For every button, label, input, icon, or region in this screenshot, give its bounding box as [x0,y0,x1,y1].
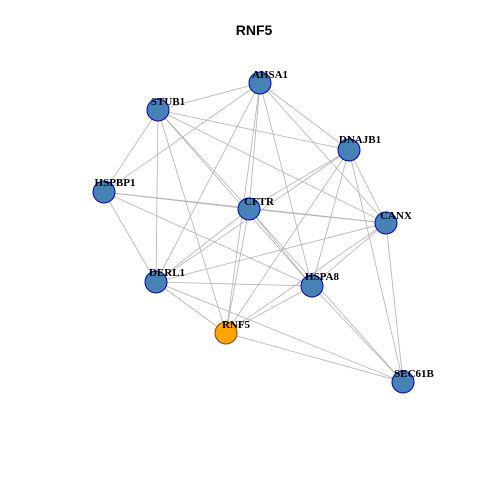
edge-hspa8-sec61b [311,285,404,383]
node-hspa8[interactable] [300,274,324,298]
node-label-sec61b: SEC61B [394,368,434,380]
edge-derl1-sec61b [155,281,404,383]
edge-stub1-hspa8 [157,109,313,287]
node-label-rnf5: RNF5 [222,319,251,331]
edge-cftr-rnf5 [225,208,250,334]
node-derl1[interactable] [144,270,168,294]
edge-ahsa1-canx [259,82,387,224]
node-label-hspa8: HSPA8 [305,271,340,283]
node-label-hspbp1: HSPBP1 [95,177,136,189]
node-label-cftr: CFTR [244,196,275,208]
edge-hspbp1-hspa8 [103,191,313,287]
edge-ahsa1-derl1 [155,82,261,283]
edge-cftr-canx [248,208,387,224]
node-label-derl1: DERL1 [149,267,185,279]
edge-canx-derl1 [155,222,387,283]
edges-layer [103,82,404,383]
node-label-stub1: STUB1 [151,96,185,108]
node-dnajb1[interactable] [337,138,361,162]
edge-dnajb1-sec61b [348,149,404,383]
edge-dnajb1-hspa8 [311,149,350,287]
edge-stub1-rnf5 [157,109,227,334]
edge-canx-hspa8 [311,222,387,287]
edge-stub1-ahsa1 [157,82,261,111]
node-stub1[interactable] [146,98,170,122]
node-canx[interactable] [374,211,398,235]
edge-hspbp1-derl1 [103,191,157,283]
edge-dnajb1-cftr [248,149,350,210]
node-ahsa1[interactable] [248,71,272,95]
node-sec61b[interactable] [391,370,415,394]
edge-canx-sec61b [385,222,404,383]
node-label-dnajb1: DNAJB1 [339,134,381,146]
edge-cftr-sec61b [248,208,404,383]
edge-stub1-hspbp1 [103,109,159,193]
edge-hspa8-rnf5 [225,285,313,334]
edge-dnajb1-rnf5 [225,149,350,334]
node-rnf5[interactable] [214,321,238,345]
node-hspbp1[interactable] [92,180,116,204]
edge-cftr-hspa8 [248,208,313,287]
nodes-layer [92,71,415,394]
edge-derl1-rnf5 [155,281,227,334]
edge-ahsa1-dnajb1 [259,82,350,151]
node-label-ahsa1: AHSA1 [252,69,288,81]
edge-rnf5-sec61b [225,332,404,383]
edge-stub1-cftr [157,109,250,210]
edge-cftr-derl1 [155,208,250,283]
edge-stub1-derl1 [155,109,159,283]
edge-ahsa1-hspa8 [259,82,313,287]
edge-ahsa1-hspbp1 [103,82,261,193]
graph-title: RNF5 [236,22,273,38]
node-label-canx: CANX [380,210,412,222]
edge-stub1-canx [157,109,387,224]
edge-dnajb1-canx [348,149,387,224]
edge-ahsa1-cftr [248,82,261,210]
node-cftr[interactable] [237,197,261,221]
edge-derl1-hspa8 [155,281,313,287]
